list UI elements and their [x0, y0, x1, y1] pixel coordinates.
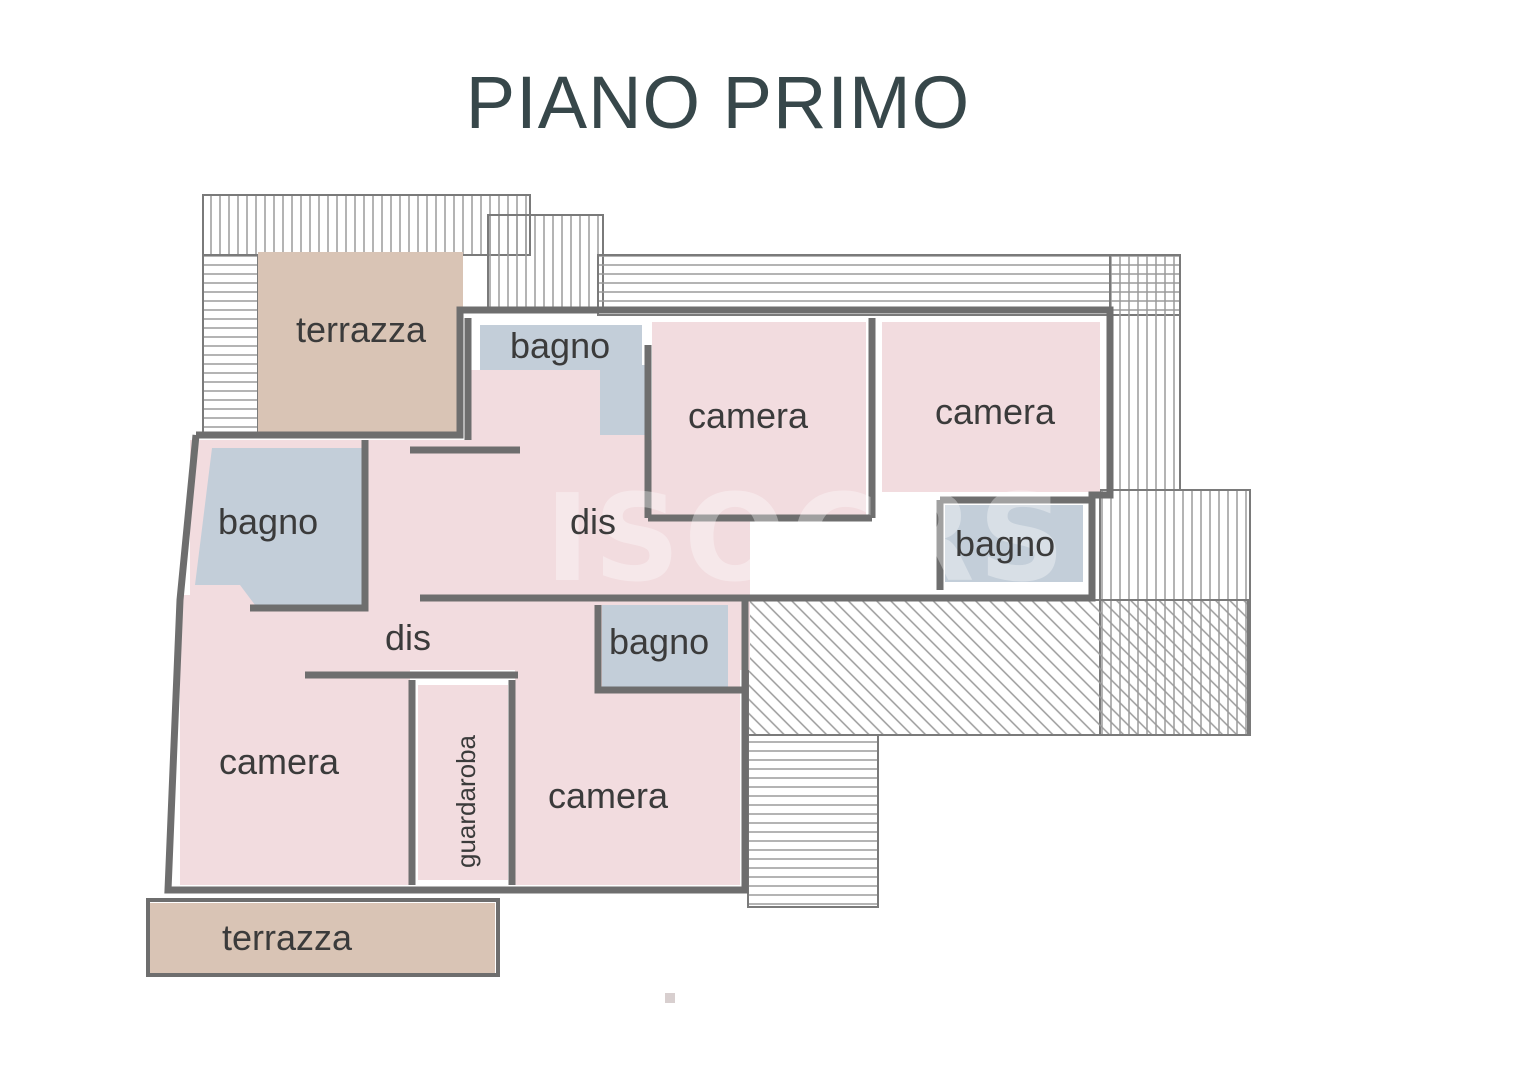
- label-bagno-top: bagno: [510, 325, 610, 366]
- terrace-bottom-outline: [146, 898, 500, 977]
- bath-top-fill-2: [600, 365, 645, 435]
- terrace-bottom-fill: [150, 903, 495, 973]
- camera-top-right-fill: [882, 322, 1100, 492]
- label-terrazza-top: terrazza: [296, 309, 427, 350]
- bath-top-fill: [480, 325, 642, 370]
- scale-marker: [665, 993, 675, 1003]
- page-title: PIANO PRIMO: [465, 61, 971, 144]
- label-camera-left: camera: [219, 741, 340, 782]
- watermark: ISOCRS: [545, 470, 1069, 609]
- roof-top-left: [202, 194, 531, 256]
- outer-wall-top-left: [196, 306, 1114, 602]
- roof-top-right: [597, 254, 1181, 316]
- label-dis-upper: dis: [570, 501, 616, 542]
- label-terrazza-bottom: terrazza: [222, 917, 353, 958]
- roof-bottom-mid: [747, 599, 1249, 736]
- terrace-top-fill: [258, 252, 463, 435]
- label-bagno-center: bagno: [609, 621, 709, 662]
- wall-bath-left: [250, 440, 369, 612]
- label-bagno-left: bagno: [218, 501, 318, 542]
- roof-right-strip: [1109, 254, 1181, 491]
- roof-bottom-lower: [747, 734, 879, 908]
- bath-right-fill: [945, 505, 1083, 582]
- roof-left-mid: [487, 214, 604, 311]
- label-guardaroba: guardaroba: [451, 734, 481, 868]
- walls: [164, 306, 1114, 894]
- label-camera-top-mid: camera: [688, 395, 809, 436]
- guardaroba-fill: [418, 685, 508, 880]
- label-dis-lower: dis: [385, 617, 431, 658]
- room-fills: [150, 252, 1100, 973]
- room-labels: terrazza bagno camera camera bagno dis b…: [218, 309, 1056, 958]
- label-camera-center: camera: [548, 775, 669, 816]
- wall-bath-center: [594, 605, 745, 694]
- bath-center-fill: [602, 605, 728, 687]
- label-bagno-right: bagno: [955, 523, 1055, 564]
- outer-wall-left: [164, 434, 749, 894]
- label-camera-top-right: camera: [935, 391, 1056, 432]
- roof-left-strip: [202, 254, 259, 436]
- camera-left-fill: [180, 595, 410, 885]
- bath-left-fill: [195, 448, 362, 605]
